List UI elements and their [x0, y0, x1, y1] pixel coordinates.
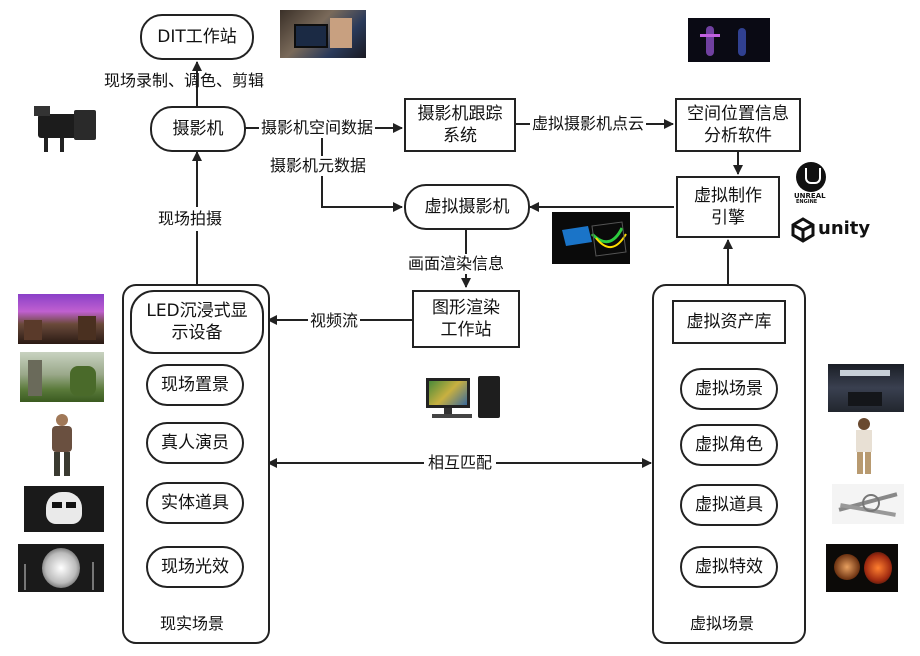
asset-library-node: 虚拟资产库: [672, 300, 786, 344]
label-camera-meta: 摄影机元数据: [268, 156, 369, 176]
virtual-scene-photo-icon: [828, 364, 904, 412]
light-photo-icon: [18, 544, 104, 592]
virtual-character-photo-icon: [846, 416, 882, 476]
dit-photo-icon: [280, 10, 366, 58]
unity-logo-text: unity: [818, 218, 871, 239]
virtual-props-photo-icon: [832, 484, 904, 524]
label-onsite-record: 现场录制、调色、剪辑: [104, 71, 265, 90]
camera-photo-icon: [30, 100, 100, 152]
unity-logo-icon: unity: [790, 216, 870, 244]
spatial-analysis-node: 空间位置信息 分析软件: [675, 98, 801, 152]
real-item-props: 实体道具: [146, 482, 244, 524]
real-item-set: 现场置景: [146, 364, 244, 406]
motion-capture-icon: [688, 18, 770, 62]
unreal-logo-icon: UNREAL ENGINE: [790, 162, 834, 206]
label-virtual-pointcloud: 虚拟摄影机点云: [530, 114, 647, 134]
dit-workstation: DIT工作站: [140, 14, 254, 60]
label-camera-spatial: 摄影机空间数据: [259, 118, 376, 138]
set-photo-icon: [20, 352, 104, 402]
virtual-scene-caption: 虚拟场景: [690, 614, 755, 633]
virtual-effects-photo-icon: [826, 544, 898, 592]
label-video-stream: 视频流: [308, 311, 361, 331]
virtual-camera-graph-icon: [552, 212, 630, 264]
virtual-item-effects: 虚拟特效: [680, 546, 778, 588]
actor-photo-icon: [42, 412, 82, 478]
label-render-info: 画面渲染信息: [406, 254, 507, 274]
unreal-logo-subtext: ENGINE: [796, 199, 818, 205]
workstation-icon: [422, 374, 502, 420]
engine-node: 虚拟制作 引擎: [676, 176, 780, 238]
virtual-item-character: 虚拟角色: [680, 424, 778, 466]
real-item-lighting: 现场光效: [146, 546, 244, 588]
camera-node: 摄影机: [150, 106, 246, 152]
render-workstation-node: 图形渲染 工作站: [412, 290, 520, 348]
real-scene-caption: 现实场景: [160, 614, 225, 633]
edge-camera-vcam: [321, 128, 403, 212]
label-onsite-shoot: 现场拍摄: [158, 207, 223, 231]
tracking-system-node: 摄影机跟踪 系统: [404, 98, 516, 152]
label-match: 相互匹配: [424, 453, 497, 473]
led-wall-photo-icon: [18, 294, 104, 344]
helmet-photo-icon: [24, 486, 104, 532]
led-display-node: LED沉浸式显 示设备: [130, 290, 264, 354]
virtual-camera-node: 虚拟摄影机: [404, 184, 530, 230]
unreal-logo-text: UNREAL: [794, 192, 826, 200]
virtual-item-props: 虚拟道具: [680, 484, 778, 526]
virtual-item-scene: 虚拟场景: [680, 368, 778, 410]
real-item-actor: 真人演员: [146, 422, 244, 464]
